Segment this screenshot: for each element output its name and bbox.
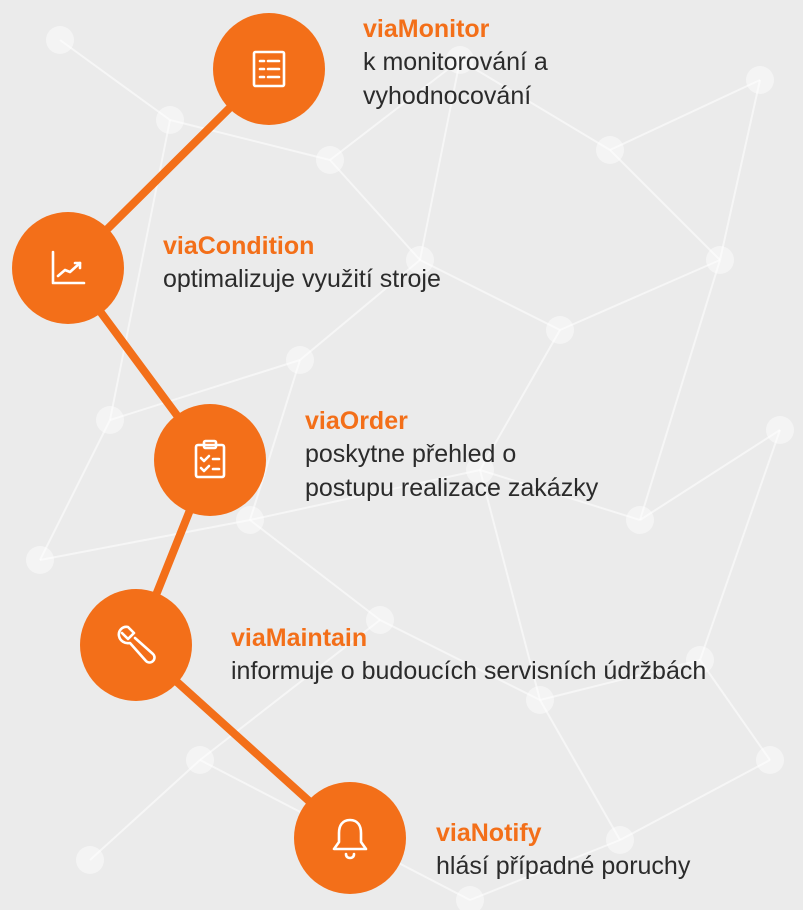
network-link [329, 59, 461, 161]
clipboard-checklist-icon [194, 439, 226, 479]
network-link [699, 429, 781, 661]
step-node-order [154, 404, 266, 516]
network-link [329, 159, 421, 261]
network-link [299, 259, 421, 361]
step-name: viaNotify [436, 819, 542, 847]
step-description-line: optimalizuje využití stroje [163, 265, 441, 293]
network-link [469, 839, 621, 901]
network-link [619, 759, 771, 841]
network-node [596, 136, 624, 164]
step-node-notify [294, 782, 406, 894]
step-name: viaCondition [163, 232, 315, 260]
step-name: viaMaintain [231, 624, 368, 652]
network-node [76, 846, 104, 874]
network-link [109, 119, 171, 421]
network-node [366, 606, 394, 634]
step-name: viaMonitor [363, 15, 490, 43]
network-link [419, 59, 461, 261]
step-description-line: hlásí případné poruchy [436, 852, 691, 880]
network-link [539, 699, 621, 841]
step-label-order: viaOrder poskytne přehled o postupu real… [305, 405, 598, 505]
network-link [249, 519, 381, 621]
network-link [459, 59, 611, 151]
network-link [169, 119, 331, 161]
network-link [719, 79, 761, 261]
network-node [456, 886, 484, 910]
network-node [236, 506, 264, 534]
network-link [109, 359, 301, 421]
network-link [59, 39, 171, 121]
network-link [379, 619, 541, 701]
network-node [626, 506, 654, 534]
network-link [199, 619, 381, 761]
network-link [609, 79, 761, 151]
network-link [89, 759, 201, 861]
step-label-maintain: viaMaintain informuje o budoucích servis… [231, 622, 706, 688]
step-description-line: vyhodnocování [363, 82, 532, 110]
network-node [756, 746, 784, 774]
network-node [446, 46, 474, 74]
network-link [419, 259, 561, 331]
network-link [639, 429, 781, 521]
step-description-line: poskytne přehled o [305, 440, 517, 468]
network-link [39, 419, 111, 561]
network-node [96, 406, 124, 434]
step-label-notify: viaNotify hlásí případné poruchy [436, 817, 690, 883]
network-node [316, 146, 344, 174]
network-node [746, 66, 774, 94]
step-name: viaOrder [305, 407, 408, 435]
network-link [639, 259, 721, 521]
network-link [609, 149, 721, 261]
network-node [26, 546, 54, 574]
step-label-monitor: viaMonitor k monitorování a vyhodnocován… [363, 13, 548, 113]
network-node [526, 686, 554, 714]
network-link [39, 519, 251, 561]
network-link [479, 469, 541, 701]
network-link [539, 659, 701, 701]
network-node [46, 26, 74, 54]
bell-icon [332, 818, 368, 860]
step-description-line: k monitorování a [363, 48, 548, 76]
network-node [156, 106, 184, 134]
network-node [686, 646, 714, 674]
wrench-icon [117, 625, 156, 664]
network-link [699, 659, 771, 761]
step-node-monitor [213, 13, 325, 125]
network-link [559, 259, 721, 331]
step-node-maintain [80, 589, 192, 701]
network-node [706, 246, 734, 274]
network-node [186, 746, 214, 774]
network-node [406, 246, 434, 274]
list-icon [252, 50, 286, 88]
network-link [249, 469, 481, 521]
network-node [606, 826, 634, 854]
network-node [546, 316, 574, 344]
step-node-condition [12, 212, 124, 324]
network-node [766, 416, 794, 444]
step-label-condition: viaCondition optimalizuje využití stroje [163, 230, 441, 296]
network-link [479, 329, 561, 471]
step-description-line: informuje o budoucích servisních údržbác… [231, 657, 707, 685]
network-node [286, 346, 314, 374]
network-link [249, 359, 301, 521]
network-node [466, 456, 494, 484]
step-description-line: postupu realizace zakázky [305, 474, 599, 502]
network-link [479, 469, 641, 521]
trend-chart-icon [51, 250, 86, 285]
